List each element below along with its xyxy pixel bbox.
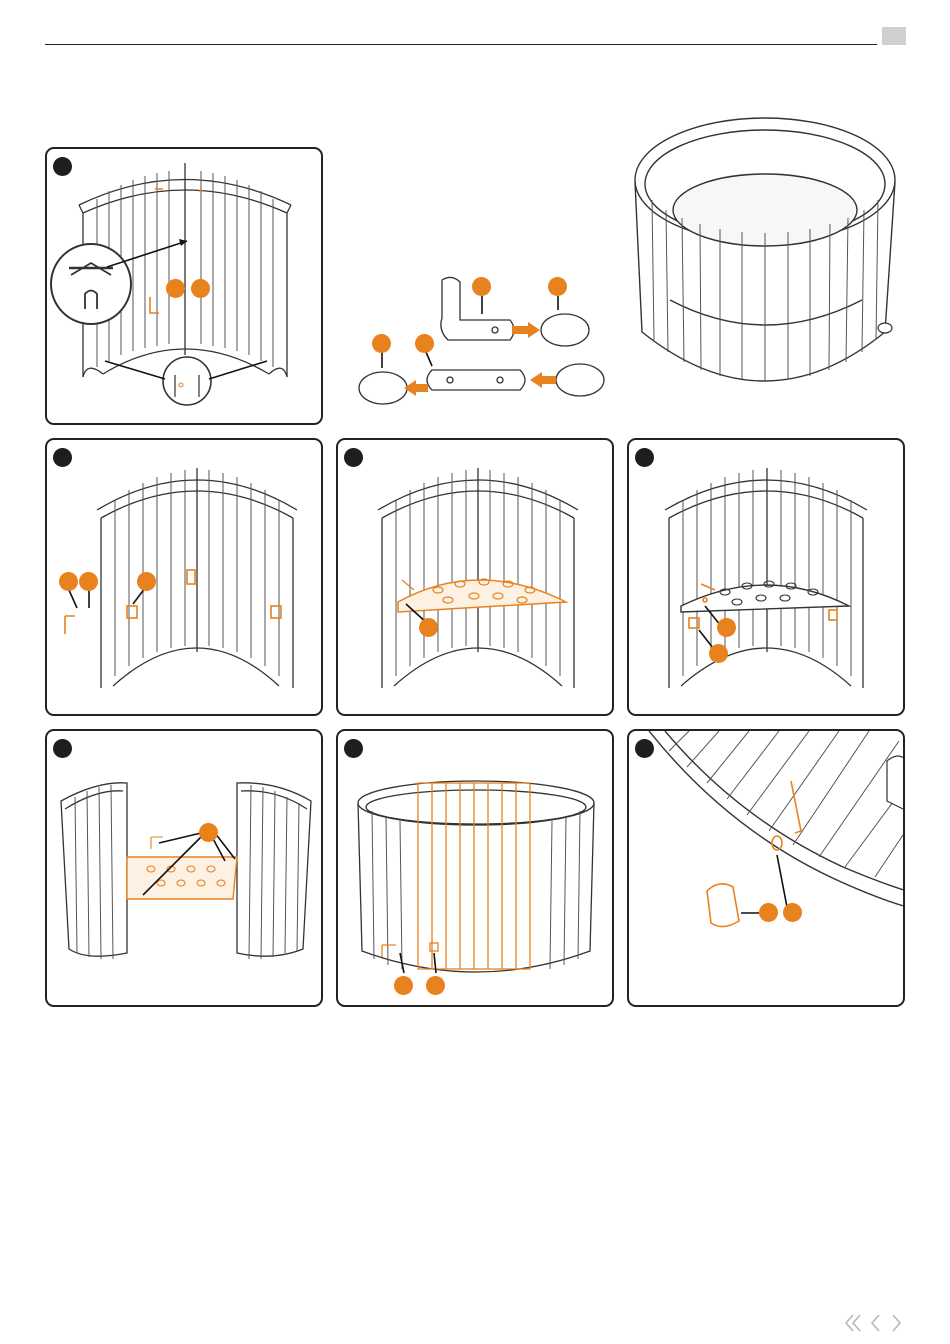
crib-half-illustration xyxy=(47,149,323,425)
callout-marker xyxy=(472,277,491,296)
assembly-step-panel-5 xyxy=(45,729,323,1007)
double-chevron-left-icon[interactable] xyxy=(842,1310,864,1336)
page-marker-tab xyxy=(882,27,906,45)
crib-base-fixing-illustration xyxy=(629,440,905,716)
callout-marker xyxy=(426,976,445,995)
callout-marker xyxy=(415,334,434,353)
callout-marker xyxy=(394,976,413,995)
chevron-right-icon[interactable] xyxy=(886,1310,908,1336)
callout-marker xyxy=(717,618,736,637)
assembly-step-panel-6 xyxy=(336,729,614,1007)
callout-marker xyxy=(199,823,218,842)
callout-marker xyxy=(191,279,210,298)
crib-mattress-base-illustration xyxy=(338,440,614,716)
crib-two-halves-illustration xyxy=(47,731,323,1007)
crib-oval-joined-illustration xyxy=(338,731,614,1007)
assembly-step-panel-1 xyxy=(45,147,323,425)
callout-marker xyxy=(709,644,728,663)
assembly-step-panel-3 xyxy=(336,438,614,716)
assembly-step-panel-7 xyxy=(627,729,905,1007)
page-navigation xyxy=(842,1310,908,1336)
callout-marker xyxy=(783,903,802,922)
callout-marker xyxy=(419,618,438,637)
callout-marker xyxy=(759,903,778,922)
chevron-left-icon[interactable] xyxy=(864,1310,886,1336)
assembly-step-panel-2 xyxy=(45,438,323,716)
callout-marker xyxy=(137,572,156,591)
assembly-step-panel-4 xyxy=(627,438,905,716)
assembled-crib-illustration xyxy=(630,100,900,390)
callout-marker xyxy=(372,334,391,353)
callout-marker xyxy=(79,572,98,591)
crib-rail-detail-illustration xyxy=(629,731,905,1007)
callout-marker xyxy=(59,572,78,591)
callout-marker xyxy=(166,279,185,298)
header-rule xyxy=(45,44,877,45)
callout-marker xyxy=(548,277,567,296)
